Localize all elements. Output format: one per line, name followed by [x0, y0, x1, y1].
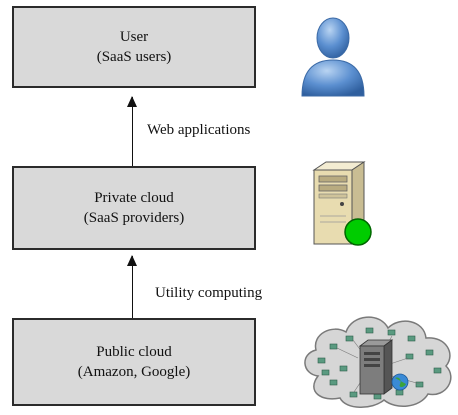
- arrowhead: [127, 96, 137, 107]
- user-box-title: User: [119, 29, 149, 45]
- cloud-datacenter-icon: [296, 306, 458, 410]
- user-icon: [298, 10, 368, 98]
- user-box-subtitle: (SaaS users): [96, 49, 172, 65]
- private-cloud-box-subtitle: (SaaS providers): [83, 210, 185, 226]
- web-applications-label: Web applications: [147, 122, 251, 138]
- arrow-public-to-private: [127, 255, 137, 318]
- arrow-private-to-user: [127, 96, 137, 166]
- user-box: User (SaaS users): [12, 6, 256, 88]
- public-cloud-box-subtitle: (Amazon, Google): [77, 364, 191, 380]
- public-cloud-box: Public cloud (Amazon, Google): [12, 318, 256, 406]
- private-cloud-box: Private cloud (SaaS providers): [12, 166, 256, 250]
- public-cloud-box-title: Public cloud: [96, 344, 172, 360]
- arrowhead: [127, 255, 137, 266]
- private-cloud-box-title: Private cloud: [94, 190, 174, 206]
- utility-computing-label: Utility computing: [155, 285, 263, 301]
- server-icon: [308, 160, 378, 248]
